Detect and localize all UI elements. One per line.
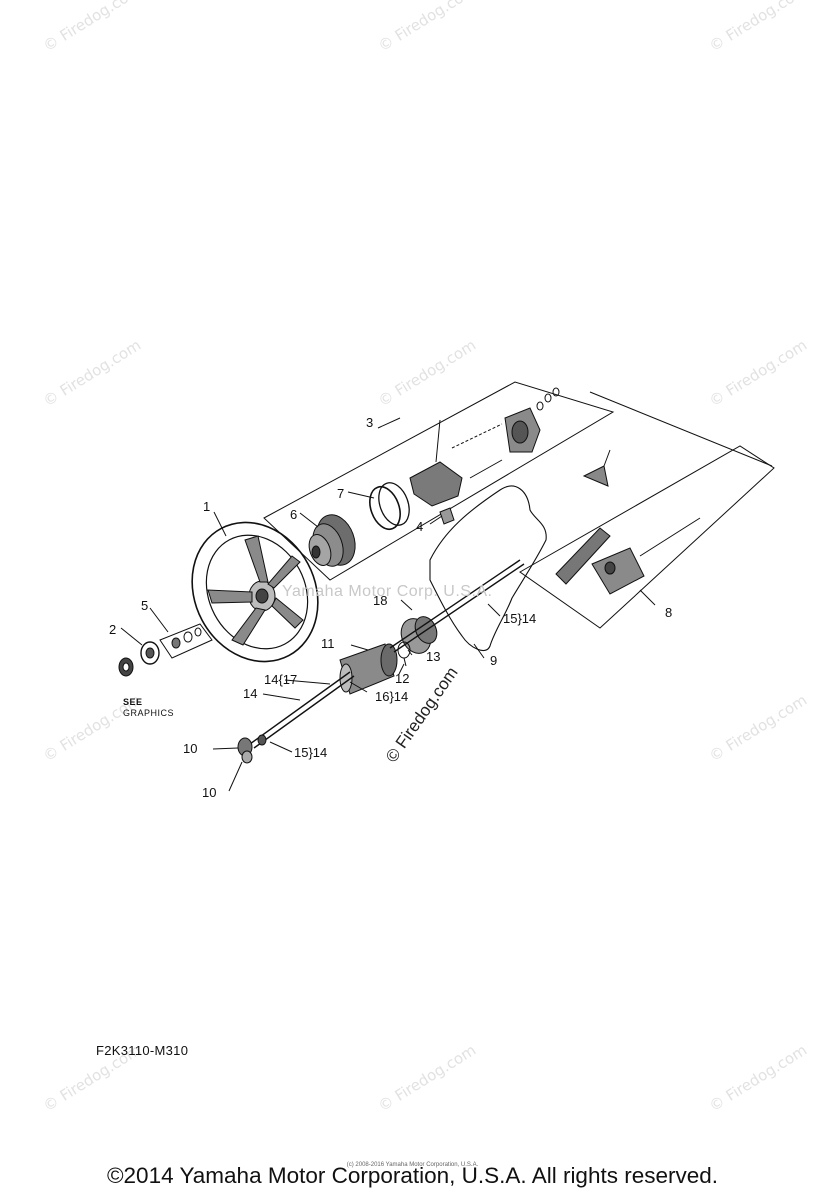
nut-part — [140, 641, 160, 665]
callout-15-14: 15}14 — [503, 611, 536, 626]
callout-5: 5 — [141, 598, 148, 613]
callout-1: 1 — [203, 499, 210, 514]
see-label: SEE — [123, 697, 143, 707]
boot-11-part — [339, 643, 398, 695]
callout-14: 14 — [243, 686, 257, 701]
steering-wheel-part — [191, 521, 319, 663]
bracket-part — [439, 507, 455, 525]
washer-set — [159, 623, 213, 659]
bellows-cover-part — [308, 514, 356, 567]
emblem-gear — [118, 657, 134, 677]
ring-part — [369, 482, 410, 531]
callout-11: 11 — [321, 636, 335, 651]
callout-14-17: 14{17 — [264, 672, 297, 687]
callout-16-14: 16}14 — [375, 689, 408, 704]
callout-10: 10 — [183, 741, 197, 756]
callout-9: 9 — [490, 653, 497, 668]
bracket-8-part — [555, 449, 701, 595]
panel-part — [429, 485, 547, 651]
leader-lines — [120, 417, 656, 792]
graphics-label: GRAPHICS — [123, 708, 175, 718]
assembly-frame-8 — [519, 445, 775, 629]
callout-2: 2 — [109, 622, 116, 637]
footer-copyright: ©2014 Yamaha Motor Corporation, U.S.A. A… — [106, 1163, 719, 1188]
callout-7: 7 — [337, 486, 344, 501]
callout-18: 18 — [373, 593, 387, 608]
callout-3: 3 — [366, 415, 373, 430]
callout-6: 6 — [290, 507, 297, 522]
assembly-frame-3 — [263, 381, 615, 581]
callout-15-14: 15}14 — [294, 745, 327, 760]
center-watermark: Yamaha Motor Corp. U.S.A. — [282, 583, 493, 600]
throttle-housing-part — [409, 419, 503, 507]
callout-4: 4 — [416, 519, 423, 534]
callout-13: 13 — [426, 649, 440, 664]
callout-8: 8 — [665, 605, 672, 620]
callout-10: 10 — [202, 785, 216, 800]
diagram-code: F2K3110-M310 — [96, 1043, 189, 1058]
callout-12: 12 — [395, 671, 409, 686]
footer-small-copyright: (c) 2008-2016 Yamaha Motor Corporation, … — [346, 1162, 479, 1168]
switch-cover-part — [504, 387, 560, 453]
steering-cable-part — [237, 559, 525, 764]
see-graphics-note: SEE GRAPHICS — [123, 697, 174, 719]
